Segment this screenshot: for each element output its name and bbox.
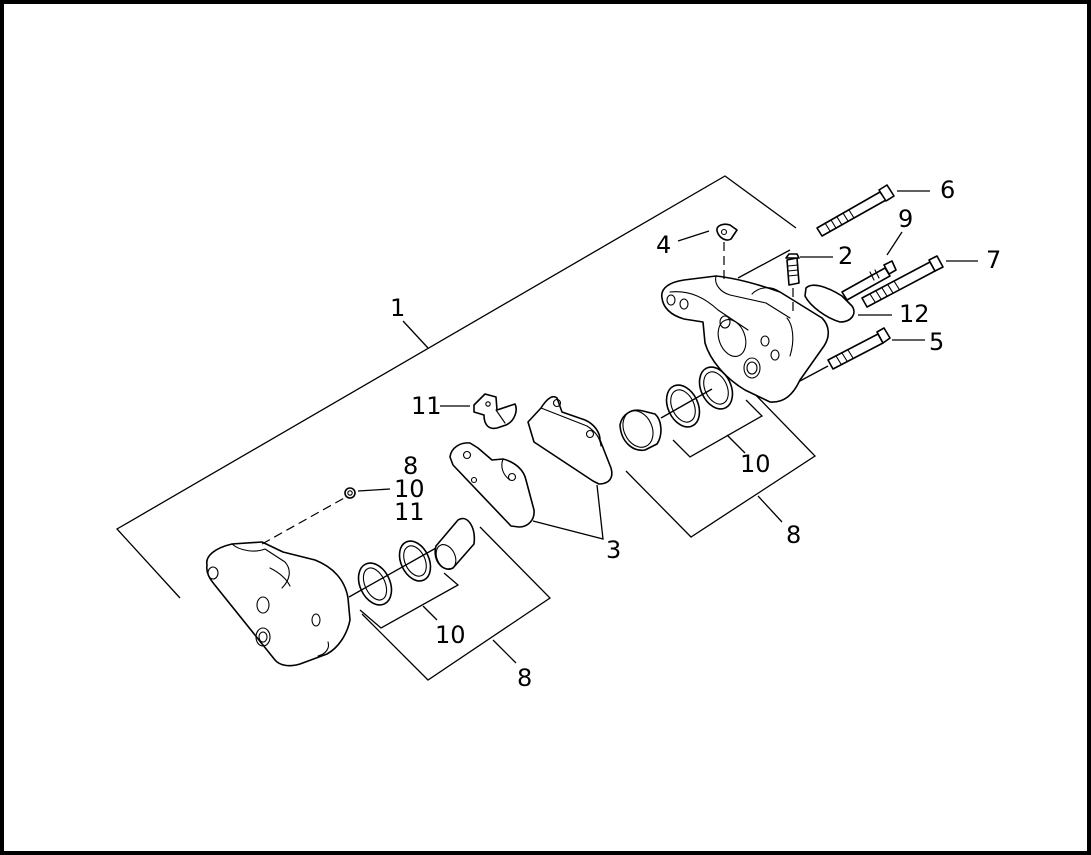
callout-9: 9 [898,205,913,233]
rear-caliper-housing [205,541,351,667]
rear-bleeder-seal [344,487,356,499]
callout-10-front: 10 [740,450,771,478]
rear-seal-bracket-10 [359,572,460,629]
callout-8-rear: 8 [517,664,532,692]
rear-axis-thru-seals [348,547,437,598]
mounting-bolt-upper [816,184,895,237]
inner-brake-pad [449,442,535,528]
mounting-bolt-middle [861,255,944,308]
front-seal-bracket-10 [672,399,764,458]
leader-8-rear [492,639,517,664]
leader-4 [677,230,710,242]
mounting-bolt-lower [827,327,891,370]
bracket-lower-guide [799,365,829,382]
bleeder-cap [716,223,738,241]
front-piston [619,409,662,451]
pad-pin [841,260,897,301]
callout-8-stack: 8 [403,452,418,480]
callout-7: 7 [986,246,1001,274]
callout-1: 1 [390,294,405,322]
callout-4: 4 [656,231,671,259]
callout-5: 5 [929,328,944,356]
bleeder-screw [785,253,800,286]
callout-2: 2 [838,242,853,270]
rear-seal-bracket-8 [361,526,552,681]
callout-8-front: 8 [786,521,801,549]
callout-10-stack: 10 [394,475,425,503]
callout-11-stack: 11 [394,498,425,526]
rear-axis-line [261,496,347,545]
bolt-sleeve-seal [804,284,855,323]
rear-seal-outer [357,562,393,606]
front-caliper-housing [660,275,830,403]
front-axis-thru-seals [660,388,713,419]
callout-3: 3 [606,536,621,564]
rear-bleeder-seal-inner [347,490,353,496]
assembly-bracket [115,175,797,599]
leader-10-rear [422,605,438,621]
leader-1 [402,320,429,349]
callout-10-rear: 10 [435,621,466,649]
outer-brake-pad [527,395,613,485]
callout-6: 6 [940,176,955,204]
caliper-guide-line [737,249,791,279]
leader-3 [532,484,604,540]
leader-10-seal [357,488,391,492]
leader-10-front [726,434,746,454]
front-seal-bracket-8 [625,384,817,538]
callout-11-clip: 11 [411,392,442,420]
leader-9 [886,231,903,256]
callout-12: 12 [899,300,930,328]
leader-8-front [757,495,783,523]
rear-piston [434,517,476,570]
pad-clip [473,393,517,430]
